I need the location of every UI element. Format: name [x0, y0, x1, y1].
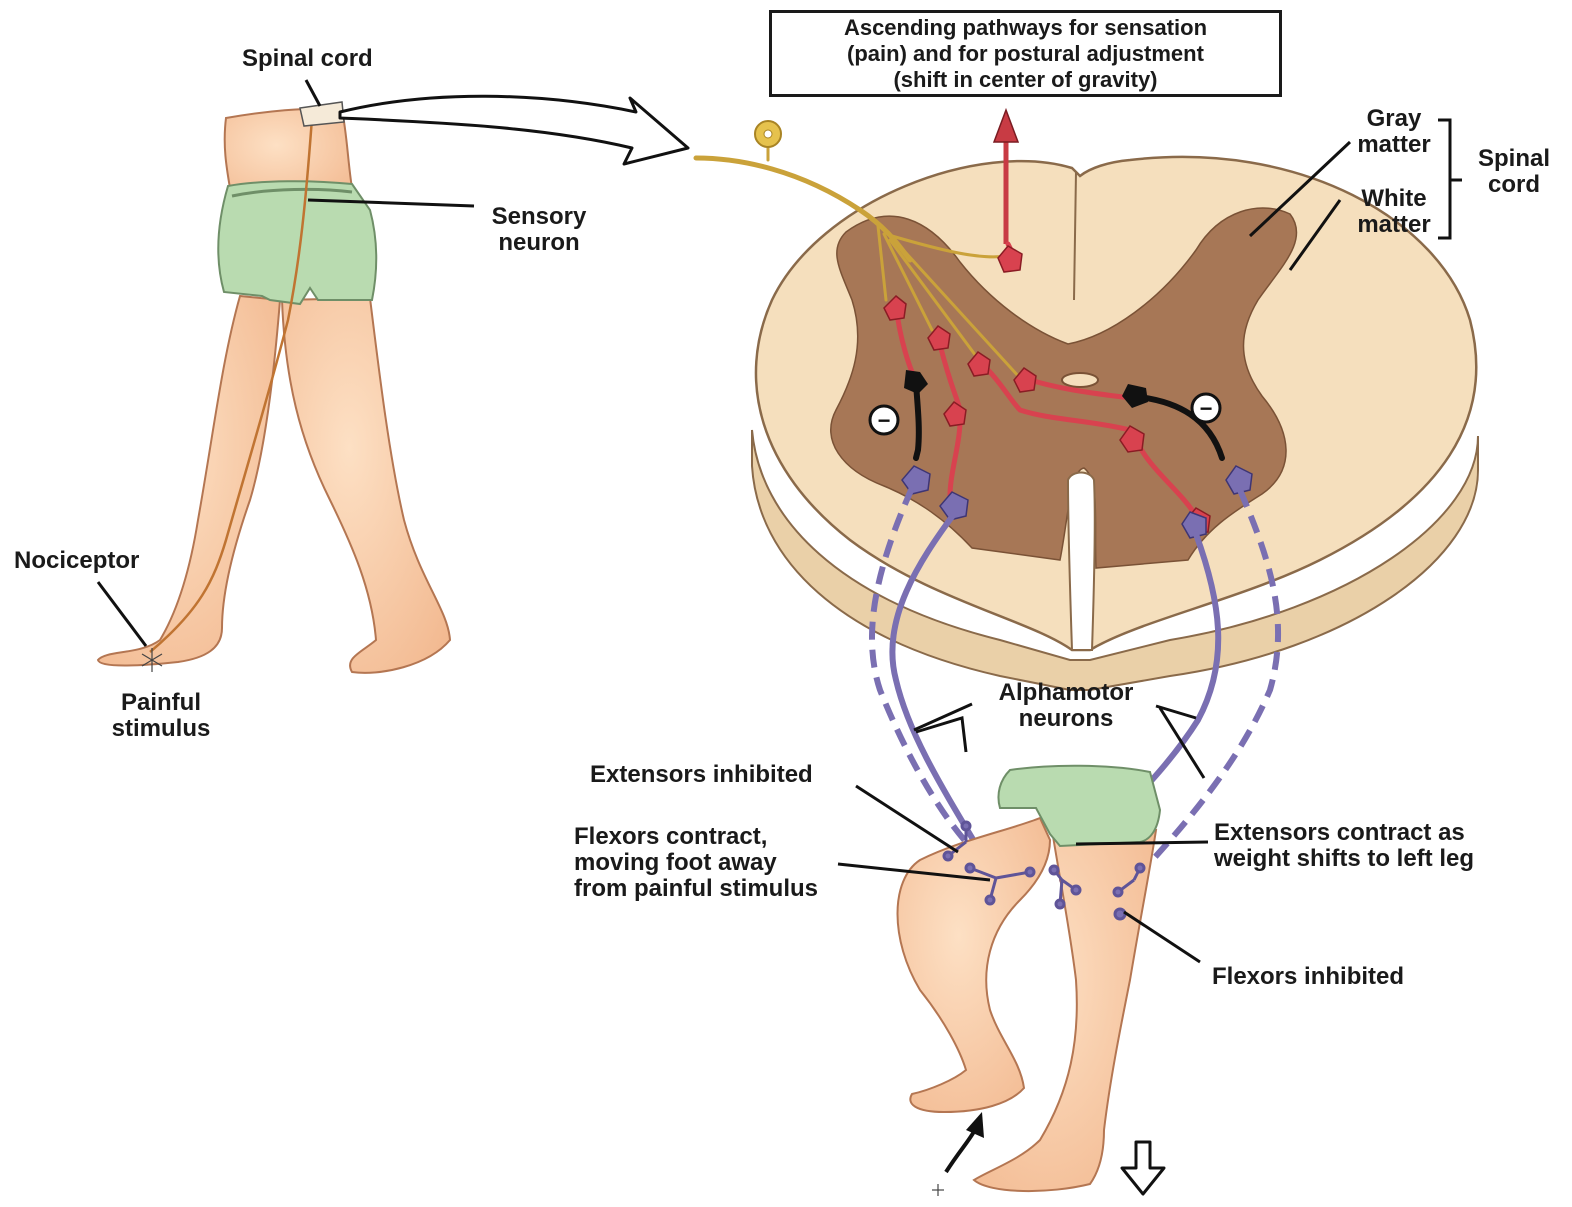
- ascending-pathways-box: Ascending pathways for sensation (pain) …: [769, 10, 1282, 97]
- gray-matter-line2: matter: [1344, 132, 1444, 158]
- gray-matter-label: Gray matter: [1344, 106, 1444, 158]
- extensors-contract-label: Extensors contract as weight shifts to l…: [1214, 820, 1474, 872]
- flexors-contract-line2: moving foot away: [574, 850, 818, 876]
- alphamotor-line2: neurons: [966, 706, 1166, 732]
- sensory-neuron-label: Sensory neuron: [464, 204, 614, 256]
- big-transfer-arrow: [340, 96, 688, 164]
- spinal-cord-label: Spinal cord: [242, 46, 373, 72]
- painful-stimulus-line2: stimulus: [96, 716, 226, 742]
- painful-stimulus-line1: Painful: [96, 690, 226, 716]
- sensory-neuron-label-line2: neuron: [464, 230, 614, 256]
- painful-stimulus-label: Painful stimulus: [96, 690, 226, 742]
- inhibition-symbol-left-text: −: [878, 408, 891, 433]
- flexors-inhibited-label: Flexors inhibited: [1212, 964, 1404, 990]
- spinal-cord-right-line1: Spinal: [1464, 146, 1564, 172]
- sensory-nucleus: [764, 130, 772, 138]
- white-matter-line1: White: [1344, 186, 1444, 212]
- extensors-inhibited-pointer: [856, 786, 958, 852]
- white-matter-line2: matter: [1344, 212, 1444, 238]
- white-matter-label: White matter: [1344, 186, 1444, 238]
- left-figure-shorts: [218, 181, 376, 304]
- extensors-contract-line2: weight shifts to left leg: [1214, 846, 1474, 872]
- alphamotor-neurons-label: Alphamotor neurons: [966, 680, 1166, 732]
- inhibition-symbol-right-text: −: [1200, 396, 1213, 421]
- weight-down-arrow: [1122, 1142, 1164, 1194]
- alphamotor-line1: Alphamotor: [966, 680, 1166, 706]
- sensory-neuron-label-line1: Sensory: [464, 204, 614, 230]
- ascending-arrowhead: [994, 110, 1018, 142]
- title-line-3: (shift in center of gravity): [844, 67, 1207, 93]
- bottom-stimulus-mark: [932, 1184, 944, 1196]
- nociceptor-pointer: [98, 582, 146, 646]
- lift-foot-arrowhead: [966, 1112, 984, 1138]
- title-line-2: (pain) and for postural adjustment: [844, 41, 1207, 67]
- flexors-contract-line3: from painful stimulus: [574, 876, 818, 902]
- flexors-contract-label: Flexors contract, moving foot away from …: [574, 824, 818, 902]
- inhibition-symbol-right: −: [1192, 394, 1220, 422]
- lift-foot-arrow: [946, 1128, 976, 1172]
- nociceptor-label: Nociceptor: [14, 548, 139, 574]
- spinal-cord-pointer: [306, 80, 320, 106]
- extensors-inhibited-label: Extensors inhibited: [590, 762, 813, 788]
- gray-matter-line1: Gray: [1344, 106, 1444, 132]
- title-line-1: Ascending pathways for sensation: [844, 15, 1207, 41]
- extensors-contract-pointer: [1076, 842, 1208, 844]
- inhibition-symbol-left: −: [870, 406, 898, 434]
- spinal-cord-right-line2: cord: [1464, 172, 1564, 198]
- extensors-contract-line1: Extensors contract as: [1214, 820, 1474, 846]
- left-figure-spinal-cord-segment: [300, 102, 344, 126]
- spinal-cord-right-label: Spinal cord: [1464, 146, 1564, 198]
- flexors-contract-line1: Flexors contract,: [574, 824, 818, 850]
